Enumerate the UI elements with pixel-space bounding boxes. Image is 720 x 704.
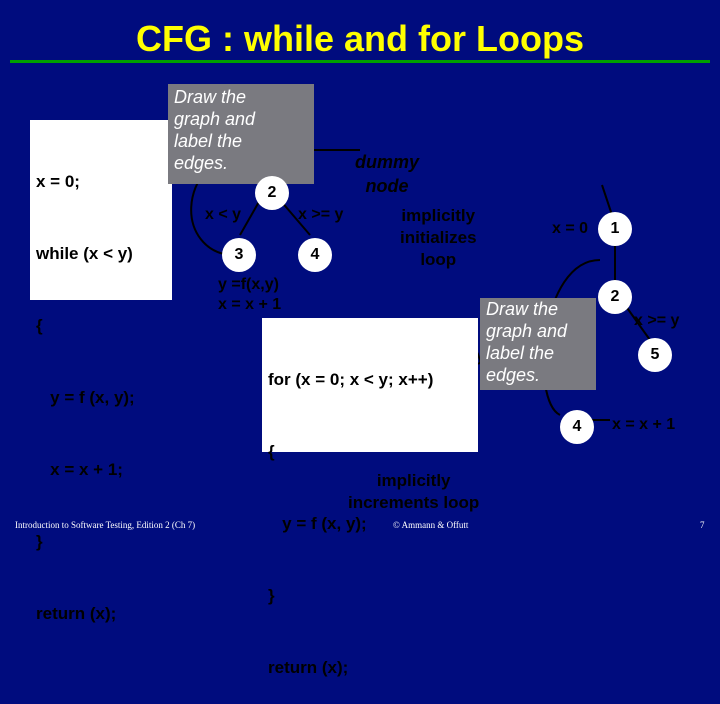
footer-center: © Ammann & Offutt: [393, 520, 469, 530]
body-edge-label: y =f(x,y) x = x + 1: [218, 276, 282, 313]
code-line: {: [268, 442, 275, 461]
code-line: }: [36, 532, 43, 551]
code-line: y = f (x, y);: [36, 388, 135, 407]
edge-label-x-lt-y: x < y: [205, 206, 242, 223]
edge-label-x-ge-y-right: x >= y: [634, 312, 680, 329]
code-line: return (x);: [268, 658, 349, 677]
init-edge-label: x = 0: [552, 220, 589, 237]
code-line: x = x + 1;: [36, 460, 123, 479]
code-line: x = 0;: [36, 172, 80, 191]
callout-draw-graph-left: Draw the graph and label the edges.: [168, 84, 314, 184]
node-5-right: 5: [638, 338, 672, 372]
code-line: y = f (x, y);: [268, 514, 367, 533]
node-3-left: 3: [222, 238, 256, 272]
callout-draw-graph-right: Draw the graph and label the edges.: [480, 298, 596, 390]
node-2-right: 2: [598, 280, 632, 314]
edge-label-x-ge-y: x >= y: [298, 206, 344, 223]
node-2-left: 2: [255, 176, 289, 210]
incr-edge-label: x = x + 1: [612, 416, 676, 433]
for-code-block: for (x = 0; x < y; x++) { y = f (x, y); …: [262, 318, 478, 677]
code-line: for (x = 0; x < y; x++): [268, 370, 434, 389]
node-1-right: 1: [598, 212, 632, 246]
dummy-node-label: dummy node: [355, 152, 420, 196]
slide-title: CFG : while and for Loops: [136, 18, 584, 59]
node-4-left: 4: [298, 238, 332, 272]
code-line: {: [36, 316, 43, 335]
code-line: return (x);: [36, 604, 117, 623]
page-number: 7: [700, 520, 705, 530]
code-line: }: [268, 586, 275, 605]
title-rule: [10, 60, 710, 63]
implicit-init-label: implicitly initializes loop: [400, 206, 477, 269]
footer-left: Introduction to Software Testing, Editio…: [15, 520, 196, 530]
code-line: while (x < y): [36, 244, 133, 263]
node-4-right: 4: [560, 410, 594, 444]
while-code-block: x = 0; while (x < y) { y = f (x, y); x =…: [30, 120, 172, 623]
implicit-incr-label: implicitly increments loop: [348, 471, 480, 512]
